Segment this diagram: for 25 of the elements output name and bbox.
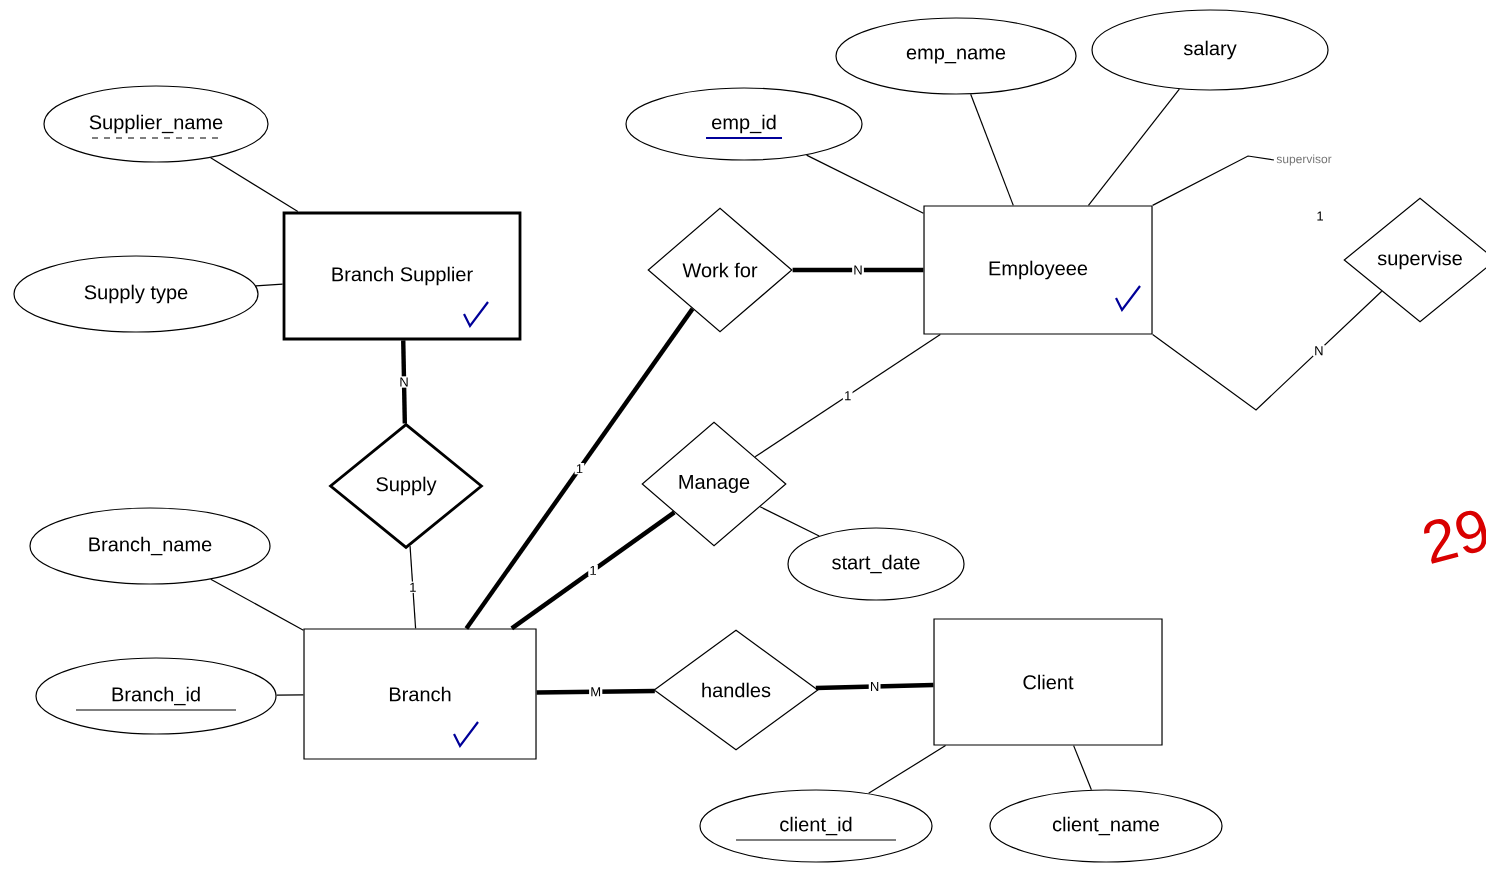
connector-line	[275, 694, 304, 696]
connector-line	[536, 688, 655, 695]
connector-line	[1087, 88, 1180, 206]
connector-line	[792, 267, 924, 273]
score-mark: 29	[1424, 510, 1486, 564]
connector-line	[970, 93, 1014, 206]
connector-line	[805, 154, 924, 214]
connector-line	[464, 307, 695, 630]
connector-line	[815, 682, 934, 691]
connector-line	[401, 340, 407, 424]
entity-box: Employeee	[923, 205, 1153, 335]
connector-line	[210, 157, 299, 213]
connector-line	[1073, 745, 1092, 791]
connector-line	[1152, 155, 1275, 206]
entity-box: Client	[933, 618, 1163, 746]
connector-line	[759, 506, 820, 537]
connector-line	[1152, 290, 1383, 411]
connector-line	[868, 745, 947, 794]
connector-line	[409, 545, 417, 629]
connector-line	[510, 510, 676, 631]
entity-box: Branch Supplier	[282, 211, 522, 341]
entity-box: Branch	[303, 628, 537, 760]
connector-line	[754, 334, 941, 458]
connector-line	[210, 578, 304, 631]
connector-line	[255, 283, 284, 287]
